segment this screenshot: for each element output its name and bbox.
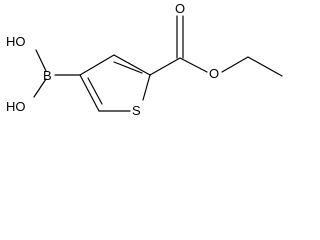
atom-label-ester-oxygen: O — [209, 66, 219, 81]
atom-label-carbonyl-oxygen: O — [175, 1, 185, 16]
atom-label-boron: B — [43, 68, 52, 83]
bond-b-oh-top — [35, 49, 47, 72]
bond-carbonyl-ester-o — [179, 57, 208, 73]
molecule-structure: HO B HO S O O — [6, 1, 283, 118]
bond-s-c5 — [142, 74, 151, 101]
bond-ch2-ch3 — [247, 56, 283, 77]
bond-c5-c2 — [113, 54, 151, 76]
atom-label-ho-bottom: HO — [6, 99, 26, 114]
bond-c3-c4 — [79, 74, 100, 112]
bond-ester-o-ch2 — [221, 56, 249, 73]
atom-label-ho-top: HO — [6, 34, 26, 49]
bond-c5-carbonyl — [149, 57, 181, 76]
atom-label-sulfur: S — [132, 103, 141, 118]
bond-c3-c4-inner — [87, 77, 103, 105]
bond-b-oh-bottom — [33, 78, 47, 98]
bond-c5-c2-inner — [113, 61, 143, 74]
bond-c3-c2 — [79, 54, 115, 76]
